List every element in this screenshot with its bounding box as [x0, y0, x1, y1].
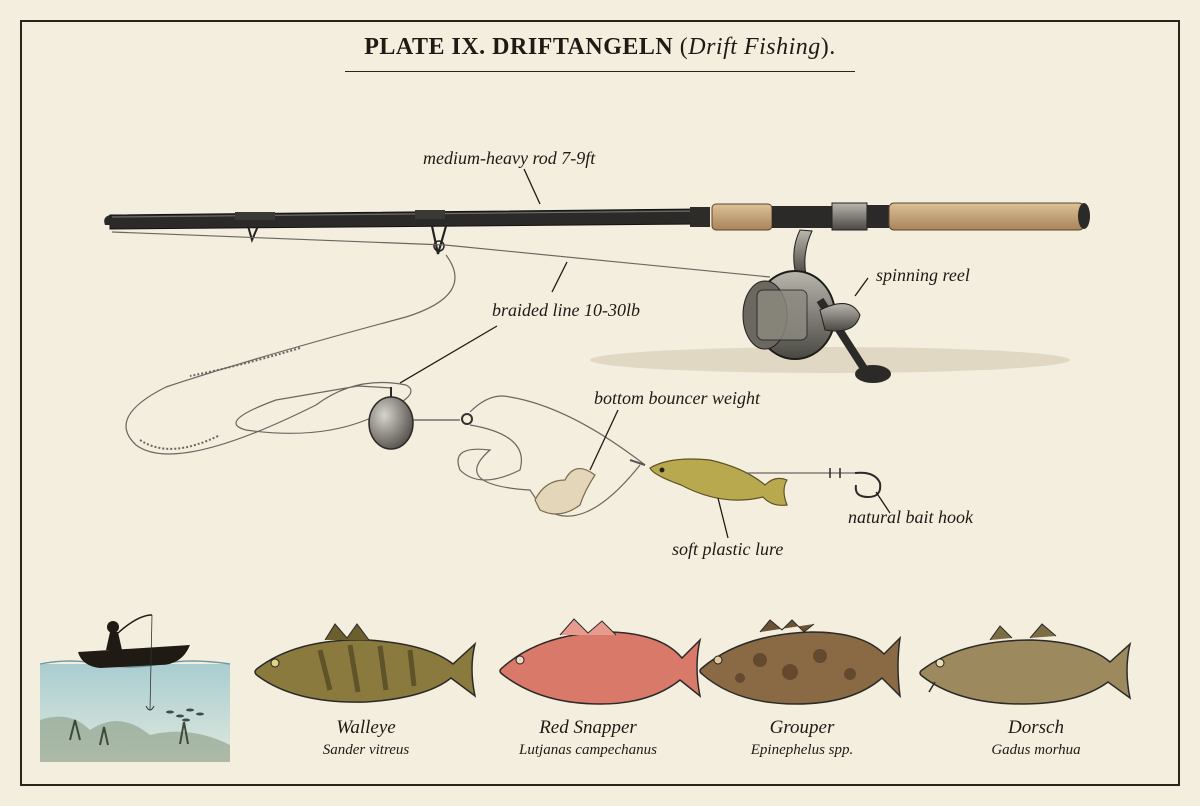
plate-border — [20, 20, 1180, 786]
fish-red-snapper — [499, 618, 702, 705]
label-rod: medium-heavy rod 7-9ft — [423, 148, 596, 168]
label-hook: natural bait hook — [848, 507, 973, 527]
label-reel: spinning reel — [876, 265, 970, 285]
label-lure: soft plastic lure — [672, 539, 784, 559]
fish-scientific-grouper: Epinephelus spp. — [750, 742, 854, 758]
fish-scientific-red-snapper: Lutjanas campechanus — [519, 742, 657, 758]
fish-name-red-snapper: Red Snapper — [539, 717, 637, 738]
title-underline — [345, 71, 855, 72]
fish-name-walleye: Walleye — [336, 717, 396, 738]
title-paren-open: ( — [673, 34, 689, 60]
fishing-line — [111, 231, 771, 455]
bait-hook — [745, 468, 882, 499]
fish-scientific-dorsch: Gadus morhua — [991, 742, 1081, 758]
fish-dorsch — [919, 623, 1132, 705]
fish-grouper — [699, 619, 902, 705]
fish-walleye — [254, 623, 477, 703]
spinning-reel — [590, 229, 1070, 383]
boat-scene — [39, 614, 231, 762]
fish-scientific-walleye: Sander vitreus — [322, 742, 410, 758]
label-line: braided line 10-30lb — [492, 300, 640, 320]
plate-title: PLATE IX. DRIFTANGELN (Drift Fishing). — [0, 34, 1200, 61]
bottom-bouncer-weight — [368, 387, 646, 517]
fish-name-dorsch: Dorsch — [1008, 717, 1064, 738]
fishing-rod — [104, 202, 1090, 255]
title-paren-close: ). — [820, 34, 836, 60]
callout-lines — [399, 168, 891, 539]
title-main: PLATE IX. DRIFTANGELN — [364, 34, 674, 60]
natural-bait — [534, 468, 596, 515]
fish-name-grouper: Grouper — [769, 717, 835, 738]
title-italic: Drift Fishing — [688, 34, 821, 60]
label-weight: bottom bouncer weight — [594, 388, 760, 408]
soft-plastic-lure — [629, 458, 788, 506]
